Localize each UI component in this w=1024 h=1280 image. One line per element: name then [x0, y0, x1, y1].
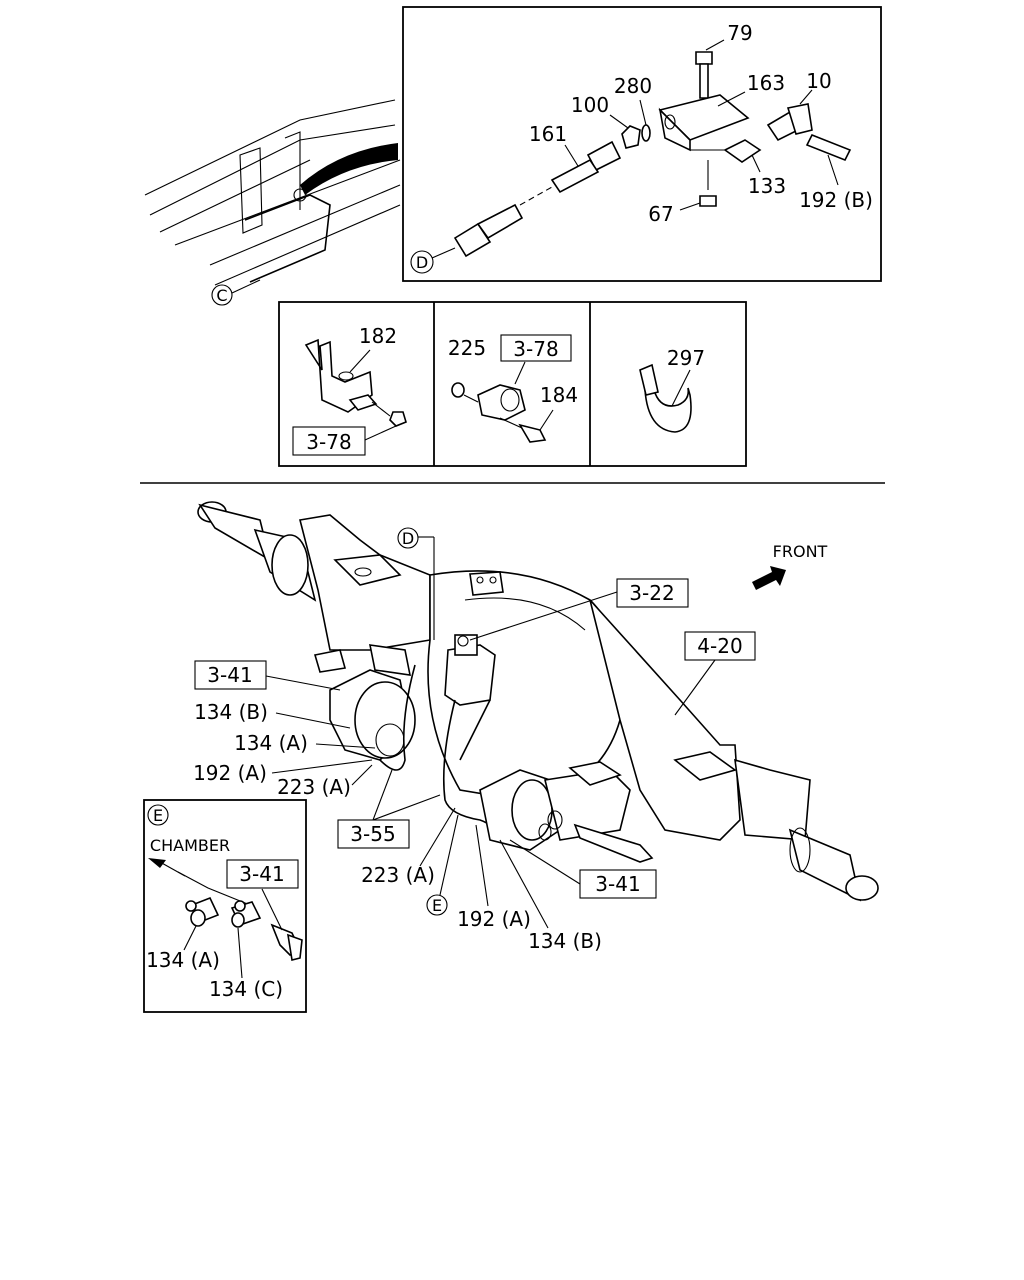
callout-163: 163 [747, 71, 785, 95]
ref-3-41-b: 3-41 [595, 872, 640, 896]
callout-134b-b: 134 (B) [528, 929, 602, 953]
inset-e-box [143, 799, 307, 1013]
callout-134a-c: 134 (A) [146, 948, 220, 972]
marker-e-main-label: E [432, 896, 442, 915]
callout-297: 297 [667, 346, 705, 370]
callout-67: 67 [648, 202, 673, 226]
callout-182: 182 [359, 324, 397, 348]
callout-134a-a: 134 (A) [234, 731, 308, 755]
callout-223a-a: 223 (A) [277, 775, 351, 799]
callout-133: 133 [748, 174, 786, 198]
callout-100: 100 [571, 93, 609, 117]
middle-panel-box [278, 301, 747, 467]
ref-3-55: 3-55 [350, 822, 395, 846]
frame-sketch [144, 99, 401, 286]
ref-3-22: 3-22 [629, 581, 674, 605]
marker-e-inset-label: E [153, 806, 163, 825]
ref-3-41-c: 3-41 [239, 862, 284, 886]
marker-d-main-label: D [402, 529, 414, 548]
axle-assembly [197, 501, 879, 902]
front-label: FRONT [773, 542, 828, 561]
callout-134b-a: 134 (B) [194, 700, 268, 724]
callout-225: 225 [448, 336, 486, 360]
callout-192b-top: 192 (B) [799, 188, 873, 212]
front-indicator: FRONT [752, 542, 828, 590]
ref-4-20: 4-20 [697, 634, 742, 658]
callout-184: 184 [540, 383, 578, 407]
marker-d-top: D [410, 250, 434, 274]
marker-e-main: E [426, 814, 459, 916]
callout-192a-a: 192 (A) [193, 761, 267, 785]
marker-d-main: D [397, 527, 419, 549]
marker-c-label: C [216, 286, 227, 305]
callout-280: 280 [614, 74, 652, 98]
marker-e-inset: E [147, 804, 169, 826]
ref-3-78-b: 3-78 [513, 337, 558, 361]
callout-192a-b: 192 (A) [457, 907, 531, 931]
callout-10: 10 [806, 69, 831, 93]
callout-161: 161 [529, 122, 567, 146]
chamber-arrow-icon [148, 858, 166, 868]
callout-223a-b: 223 (A) [361, 863, 435, 887]
callout-79: 79 [727, 21, 752, 45]
detail-box-top [402, 6, 882, 282]
front-arrow-icon [752, 566, 786, 590]
callout-134c: 134 (C) [209, 977, 283, 1001]
marker-d-top-label: D [416, 253, 428, 272]
marker-c: C [211, 279, 261, 306]
ref-3-41-a: 3-41 [207, 663, 252, 687]
ref-3-78-a: 3-78 [306, 430, 351, 454]
chamber-label: CHAMBER [150, 836, 230, 855]
